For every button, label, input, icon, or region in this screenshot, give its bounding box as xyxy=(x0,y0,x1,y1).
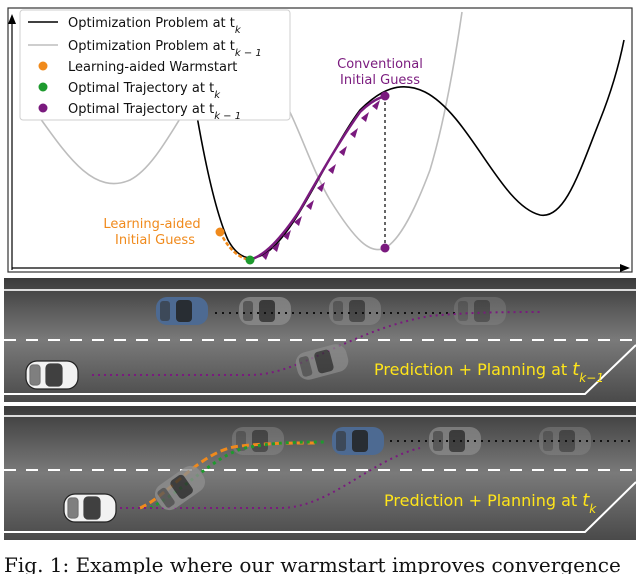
learning-label-1: Learning-aided xyxy=(103,217,200,232)
lane-label-now: Prediction + Planning at tk xyxy=(384,490,597,516)
y-axis-arrow xyxy=(8,14,16,24)
optimal-plan-now xyxy=(149,440,326,510)
optimal-trajectory-path xyxy=(249,94,386,262)
road-scene-prev: Prediction + Planning at tk−1 xyxy=(4,278,637,402)
legend-item-2: Learning-aided Warmstart xyxy=(38,60,237,75)
ego-car-prev xyxy=(25,360,79,390)
curve-tk-minus-1 xyxy=(39,11,463,251)
conventional-label-1: Conventional xyxy=(337,57,423,72)
trajectory-markers xyxy=(262,100,380,260)
svg-text:Optimization Problem at tk: Optimization Problem at tk xyxy=(68,16,242,36)
svg-text:Optimal Trajectory at tk: Optimal Trajectory at tk xyxy=(68,81,221,101)
legend-item-1: Optimization Problem at tk − 1 xyxy=(28,39,262,59)
x-axis-arrow xyxy=(620,264,630,272)
legend-box xyxy=(19,9,291,121)
learning-label-2: Initial Guess xyxy=(115,233,195,248)
warmstart-dot xyxy=(215,227,225,237)
lane-label-prev: Prediction + Planning at tk−1 xyxy=(374,359,604,385)
svg-text:Optimal Trajectory at tk − 1: Optimal Trajectory at tk − 1 xyxy=(68,102,241,122)
previous-min-dot xyxy=(380,243,390,253)
lead-car-now xyxy=(332,427,384,455)
optimal-dot xyxy=(245,255,255,265)
road-scene-now: Prediction + Planning at tk xyxy=(4,406,637,540)
svg-text:Learning-aided Warmstart: Learning-aided Warmstart xyxy=(68,60,237,75)
optimization-plot: Conventional Initial Guess Learning-aide… xyxy=(7,7,633,273)
ego-plan-prev xyxy=(92,311,541,376)
legend-item-3: Optimal Trajectory at tk xyxy=(38,81,221,101)
figure-caption: Fig. 1: Example where our warmstart impr… xyxy=(4,553,621,574)
lead-car-prev xyxy=(156,297,208,325)
legend: Optimization Problem at tk Optimization … xyxy=(19,9,291,122)
conventional-dot xyxy=(380,91,390,101)
legend-item-4: Optimal Trajectory at tk − 1 xyxy=(38,102,241,122)
conventional-label-2: Initial Guess xyxy=(340,73,420,88)
ego-plan-now xyxy=(120,447,421,509)
ego-car-now xyxy=(63,493,117,523)
svg-text:Optimization Problem at tk −: Optimization Problem at tk − 1 xyxy=(68,39,262,59)
curve-tk xyxy=(182,27,625,259)
legend-item-0: Optimization Problem at tk xyxy=(28,16,242,36)
